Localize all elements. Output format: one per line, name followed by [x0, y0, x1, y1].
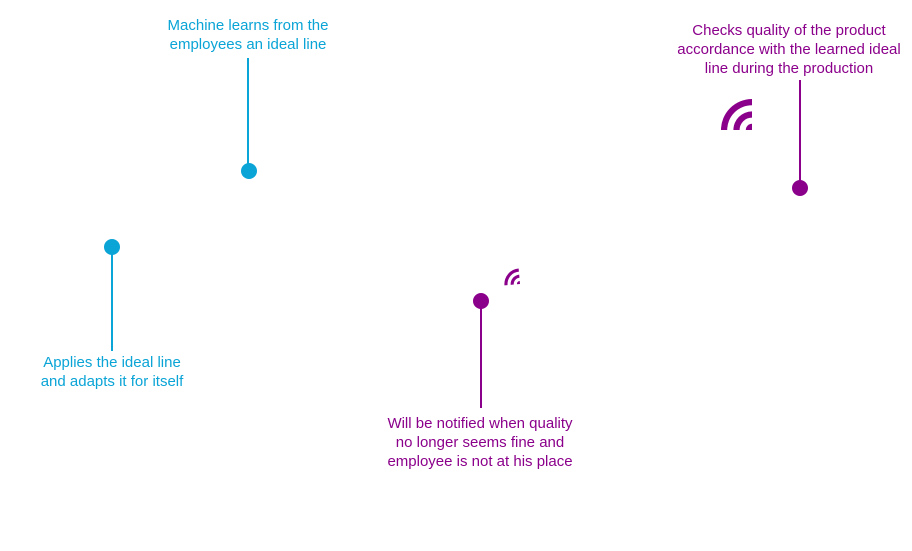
callout-1-dot: [241, 163, 257, 179]
callout-4-dot: [792, 180, 808, 196]
callout-1-label: Machine learns from the employees an ide…: [168, 16, 329, 54]
callout-4-connector: [792, 80, 808, 196]
callout-2-line-2: and adapts it for itself: [40, 373, 184, 390]
callout-3-line-2: no longer seems fine and: [395, 434, 565, 451]
callout-2-dot: [104, 239, 120, 255]
callout-3-label: Will be notified when quality no longer …: [387, 414, 572, 471]
callout-4-line-3: line during the production: [704, 60, 874, 77]
callout-4-label: Checks quality of the product accordance…: [677, 21, 900, 78]
callout-3-line-1: Will be notified when quality: [387, 415, 573, 432]
callout-3-line-3: employee is not at his place: [387, 453, 573, 470]
callout-3-dot: [473, 293, 489, 309]
callout-4-line-1: Checks quality of the product: [692, 22, 886, 39]
signal-waves-icon: [504, 268, 520, 286]
callout-3-connector: [473, 293, 489, 408]
callout-1-line-1: Machine learns from the: [167, 17, 329, 34]
callout-1-line-2: employees an ideal line: [169, 36, 327, 53]
callout-2-line-1: Applies the ideal line: [43, 354, 181, 371]
callout-2-label: Applies the ideal line and adapts it for…: [41, 353, 184, 391]
callout-4-line-2: accordance with the learned ideal: [677, 41, 901, 58]
signal-waves-icon: [721, 99, 752, 130]
callout-1-connector: [241, 58, 257, 179]
callout-2-connector: [104, 239, 120, 351]
